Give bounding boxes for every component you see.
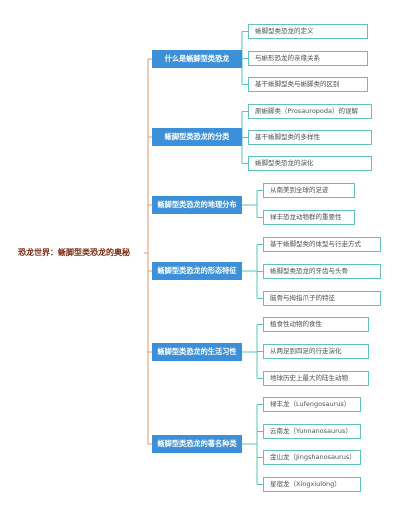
root-topic[interactable]: 恐龙世界：蜥脚型类恐龙的奥秘 — [18, 248, 130, 257]
branch-famous-species[interactable]: 蜥脚型类恐龙的著名种类 — [152, 435, 242, 453]
leaf-diversity[interactable]: 基干蜥脚型类的多样性 — [248, 130, 372, 145]
leaf-lufeng-fauna[interactable]: 禄丰恐龙动物群的重要性 — [263, 210, 355, 225]
leaf-body-gait[interactable]: 基干蜥脚型类的体型与行走方式 — [263, 237, 381, 252]
leaf-evolution[interactable]: 蜥脚型类恐龙的演化 — [248, 156, 372, 171]
leaf-lufengosaurus[interactable]: 禄丰龙（Lufengosaurus） — [263, 397, 361, 412]
branch-distribution[interactable]: 蜥脚型类恐龙的地理分布 — [152, 196, 242, 214]
branch-definition[interactable]: 什么是蜥脚型类恐龙 — [152, 50, 242, 68]
leaf-diet[interactable]: 植食性动物的食性 — [263, 317, 369, 332]
leaf-largest-land-animal[interactable]: 地球历史上最大的陆生动物 — [263, 371, 369, 386]
branch-morphology[interactable]: 蜥脚型类恐龙的形态特征 — [152, 262, 242, 280]
leaf-basal-difference[interactable]: 基干蜥脚型类与蜥脚类的区别 — [248, 77, 368, 92]
branch-habits[interactable]: 蜥脚型类恐龙的生活习性 — [152, 343, 242, 361]
leaf-relationship[interactable]: 与蜥形恐龙的亲缘关系 — [248, 51, 368, 66]
branch-classification[interactable]: 蜥脚型类恐龙的分类 — [152, 128, 242, 146]
leaf-braincase-claw[interactable]: 脑骨与拇指爪子的特征 — [263, 291, 381, 306]
leaf-definition[interactable]: 蜥脚型类恐龙的定义 — [248, 24, 368, 39]
leaf-yunnanosaurus[interactable]: 云南龙（Yunnanosaurus） — [263, 424, 361, 439]
leaf-teeth-skull[interactable]: 蜥脚型类恐龙的牙齿与头骨 — [263, 264, 381, 279]
leaf-xingxiulong[interactable]: 星宿龙（Xingxiulong） — [263, 477, 361, 492]
leaf-prosauropoda[interactable]: 原蜥脚类（Prosauropoda）的误解 — [248, 104, 372, 119]
leaf-south-america[interactable]: 从南美到全球的足迹 — [263, 183, 355, 198]
leaf-jingshanosaurus[interactable]: 金山龙（Jingshanosaurus） — [263, 450, 361, 465]
leaf-biped-quadruped[interactable]: 从两足到四足的行走演化 — [263, 344, 369, 359]
